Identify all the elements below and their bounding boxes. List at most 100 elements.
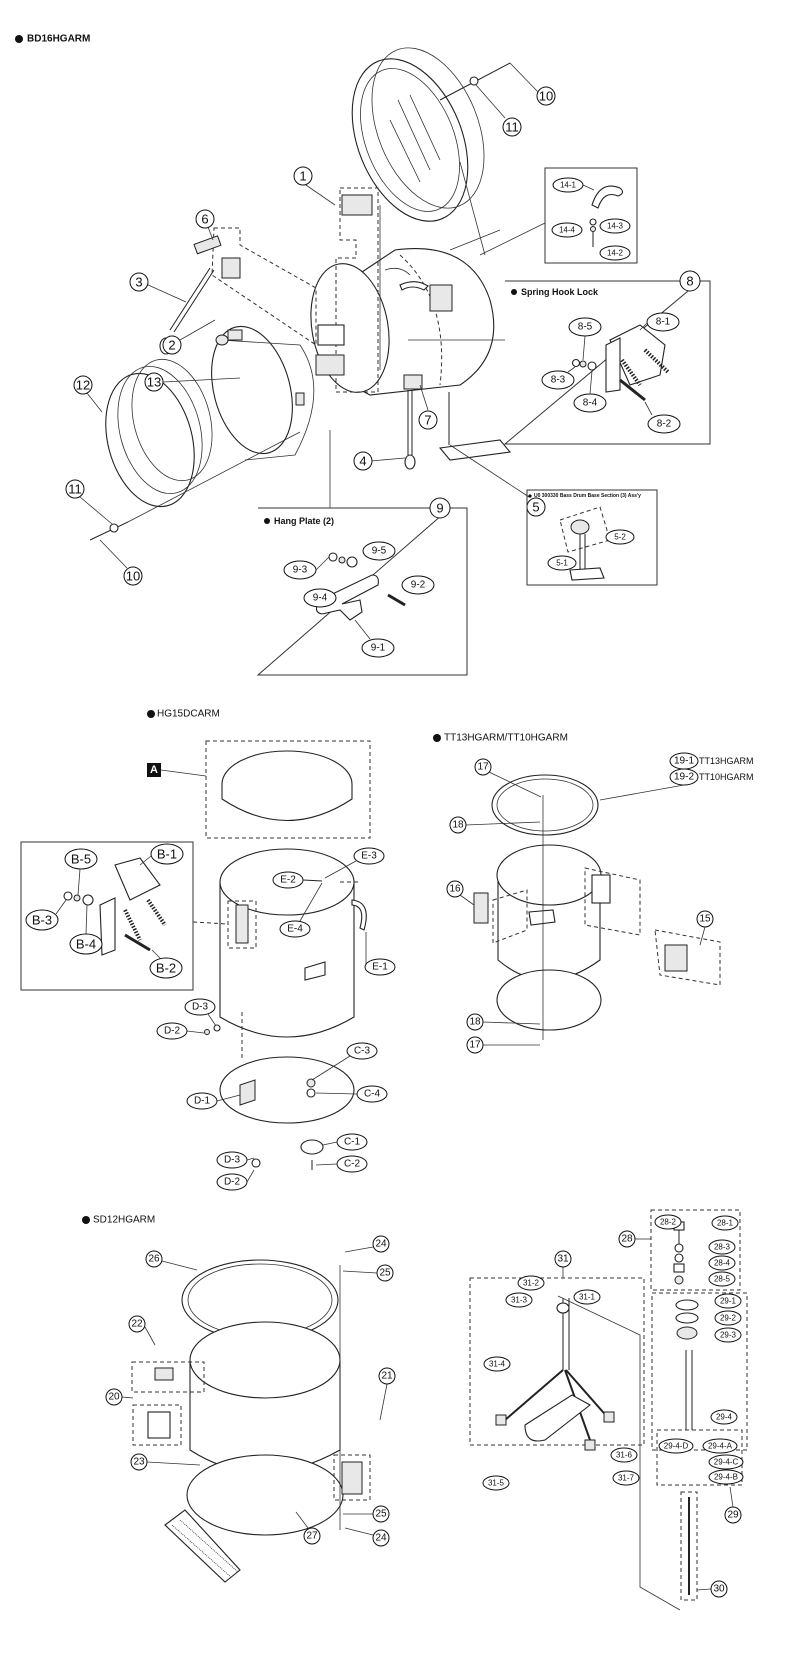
diagram-shape — [570, 519, 590, 535]
diagram-shape — [708, 1239, 736, 1255]
part-label: U0 300330 Bass Drum Base Section (3) Ass… — [534, 493, 641, 499]
diagram-shape — [139, 855, 152, 866]
part-label: E-3 — [361, 851, 377, 862]
diagram-shape — [526, 489, 658, 586]
diagram-shape — [186, 1030, 205, 1034]
diagram-shape — [338, 556, 346, 564]
diagram-shape — [311, 1055, 351, 1081]
part-label: 31-2 — [523, 1279, 540, 1288]
part-label: 9-3 — [293, 565, 308, 576]
diagram-shape — [714, 1293, 742, 1309]
part-label: 10 — [539, 89, 553, 104]
part-label: 12 — [76, 378, 90, 393]
diagram-shape — [403, 374, 423, 390]
diagram-shape — [105, 372, 195, 508]
part-label: 29 — [727, 1510, 739, 1521]
diagram-shape — [342, 1270, 378, 1274]
section-sd12hgarm: SD12HGARM 20 21 22 23 24 — [82, 1215, 396, 1583]
diagram-shape — [184, 998, 216, 1016]
diagram-shape — [680, 1491, 698, 1601]
part-label: 6 — [201, 212, 208, 227]
diagram-shape — [505, 1292, 533, 1308]
part-label: D-3 — [224, 1155, 241, 1166]
diagram-shape — [714, 1310, 742, 1326]
diagram-shape — [495, 1414, 507, 1426]
diagram-shape — [708, 1454, 744, 1470]
diagram-shape — [227, 329, 243, 341]
batter-hoop — [105, 358, 213, 508]
diagram-shape — [64, 848, 98, 870]
diagram-shape — [469, 1277, 645, 1446]
part-label: 23 — [133, 1457, 145, 1468]
diagram-shape — [328, 552, 338, 562]
latch-part — [609, 324, 666, 386]
diagram-shape — [603, 1411, 615, 1423]
diagram-shape — [708, 1255, 736, 1271]
diagram-shape — [364, 958, 396, 976]
diagram-shape — [650, 1209, 741, 1291]
snare-hoop-bottom — [186, 1454, 344, 1536]
part-label: 22 — [131, 1319, 143, 1330]
diagram-shape — [227, 900, 257, 949]
part-label: 16 — [449, 884, 461, 895]
bottom-plate — [219, 1056, 355, 1124]
part-label: 14-4 — [559, 226, 576, 235]
part-label: 17 — [469, 1040, 481, 1051]
leg-bracket — [221, 257, 241, 279]
diagram-shape — [674, 1275, 684, 1285]
part-label: 8-1 — [656, 317, 671, 328]
diagram-shape — [215, 334, 229, 346]
diagram-shape — [590, 226, 596, 232]
part-label: 5-2 — [614, 533, 626, 542]
diagram-shape — [511, 289, 517, 295]
diagram-shape — [216, 1094, 241, 1102]
diagram-shape — [399, 281, 429, 291]
diagram-shape — [131, 358, 213, 482]
part-label: 9-4 — [313, 593, 328, 604]
diagram-shape — [646, 312, 680, 332]
diagram-shape — [219, 339, 315, 461]
part-label: TT13HGARM/TT10HGARM — [444, 733, 568, 744]
diagram-shape — [371, 47, 485, 209]
part-label: 29-2 — [720, 1314, 737, 1323]
diagram-shape — [605, 529, 635, 545]
diagram-shape — [696, 1588, 712, 1591]
callouts-hg: C-1 C-2 C-3 C-4 D-1 D-2 D-3 D-2 — [156, 847, 396, 1191]
tom-mount — [664, 944, 688, 972]
diagram-shape — [303, 588, 337, 608]
diagram-shape — [99, 897, 116, 956]
part-label: 29-4 — [716, 1413, 733, 1422]
diagram-shape — [582, 335, 586, 361]
bass-drum-front-hoop — [351, 47, 485, 222]
part-label: 31-5 — [488, 1479, 505, 1488]
part-label: 24 — [375, 1239, 387, 1250]
diagram-shape — [117, 365, 203, 495]
diagram-shape — [55, 899, 67, 915]
diagram-shape — [673, 1263, 685, 1273]
diagram-shape — [559, 506, 611, 553]
callouts-sd: 20 21 22 23 24 25 24 25 26 — [105, 1235, 396, 1547]
diagram-shape — [235, 904, 249, 944]
part-label: 31-4 — [489, 1360, 506, 1369]
diagram-shape — [154, 1367, 174, 1381]
diagram-shape — [146, 1461, 201, 1466]
diagram-shape — [674, 1253, 684, 1263]
diagram-shape — [173, 269, 215, 333]
part-label: 25 — [379, 1268, 391, 1279]
diagram-shape — [315, 556, 330, 571]
part-label: D-2 — [224, 1177, 241, 1188]
callout-4 — [353, 451, 373, 471]
diagram-shape — [207, 1013, 217, 1027]
part-label: 28 — [621, 1234, 633, 1245]
part-label: 9-1 — [371, 643, 386, 654]
diagram-shape — [589, 218, 597, 226]
part-label: 31-7 — [618, 1474, 635, 1483]
diagram-shape — [346, 556, 358, 568]
diagram-shape — [446, 880, 464, 898]
diagram-shape — [192, 921, 229, 925]
diagram-shape — [86, 392, 103, 413]
diagram-shape — [306, 1088, 316, 1098]
diagram-shape — [333, 1454, 371, 1501]
diagram-shape — [473, 892, 489, 924]
section-tt-hgarm: TT13HGARM/TT10HGARM 15 16 17 18 17 — [433, 733, 754, 1054]
